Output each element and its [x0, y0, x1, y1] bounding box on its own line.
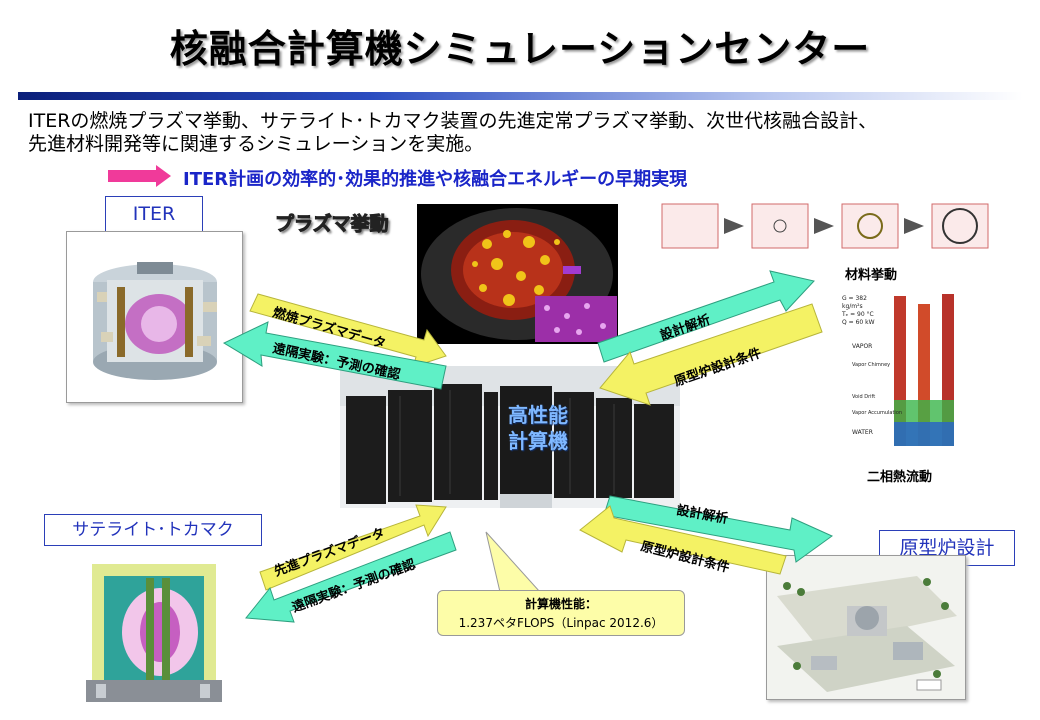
callout-pointer	[486, 532, 540, 592]
callout-line-2: 1.237ペタFLOPS（Linpac 2012.6）	[438, 614, 684, 631]
callout-line-1: 計算機性能：	[438, 595, 684, 612]
performance-callout: 計算機性能： 1.237ペタFLOPS（Linpac 2012.6）	[437, 590, 685, 636]
